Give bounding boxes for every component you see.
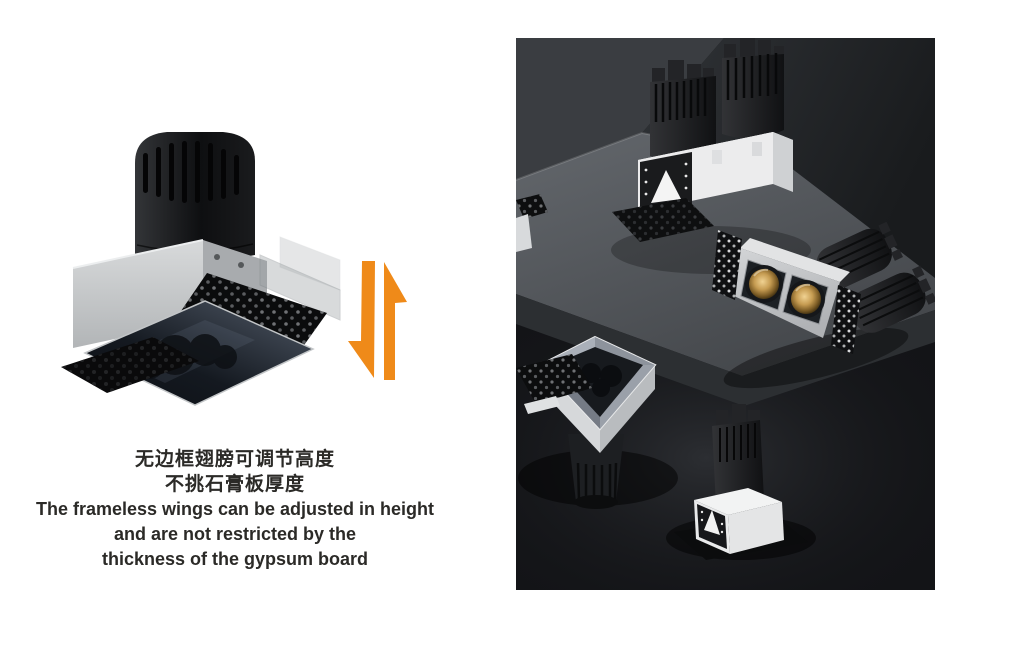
downlight-module-illustration	[61, 132, 341, 406]
front-plate	[697, 504, 727, 549]
heatsink-cylinder	[650, 60, 716, 161]
wing-plate	[516, 354, 592, 414]
up-arrow-icon	[384, 262, 407, 380]
heatsink-cylinder	[722, 38, 784, 139]
left-feature-panel: 无边框翅膀可调节高度 不挑石膏板厚度 The frameless wings c…	[0, 0, 470, 656]
triangle-logo	[704, 510, 720, 535]
dual-module-lens	[712, 221, 935, 389]
feature-caption: 无边框翅膀可调节高度 不挑石膏板厚度 The frameless wings c…	[5, 447, 465, 572]
heatsink-cylinder	[135, 132, 255, 263]
lens-opening	[740, 259, 787, 311]
end-plate	[831, 285, 861, 354]
end-plate	[712, 230, 742, 300]
left-product-render	[55, 105, 355, 415]
up-down-arrows	[348, 261, 407, 380]
down-arrow-icon	[348, 261, 375, 378]
heatsink-cylinder	[850, 265, 935, 333]
wing-plate-left	[61, 337, 199, 393]
caption-en-line1: The frameless wings can be adjusted in h…	[35, 499, 435, 519]
height-adjust-arrows-icon	[340, 250, 420, 390]
inverted-module	[516, 335, 678, 509]
caption-zh-line1: 无边框翅膀可调节高度	[134, 449, 335, 470]
scene-photo	[516, 38, 935, 590]
single-module	[666, 404, 816, 560]
heatsink-cylinder	[568, 434, 624, 509]
wing-plate-right	[181, 273, 327, 355]
caption-en-line3: thickness of the gypsum board	[101, 549, 369, 569]
lens-opening	[782, 274, 829, 325]
triangle-logo	[651, 170, 681, 203]
caption-zh-line2: 不挑石膏板厚度	[164, 474, 305, 495]
wing-plate	[612, 198, 714, 242]
caption-en-line2: and are not restricted by the	[113, 524, 357, 544]
heatsink-cylinder	[712, 404, 764, 506]
ghost-adjustment-overlay	[259, 236, 341, 321]
scene-render	[516, 38, 935, 590]
partial-module	[516, 194, 548, 252]
